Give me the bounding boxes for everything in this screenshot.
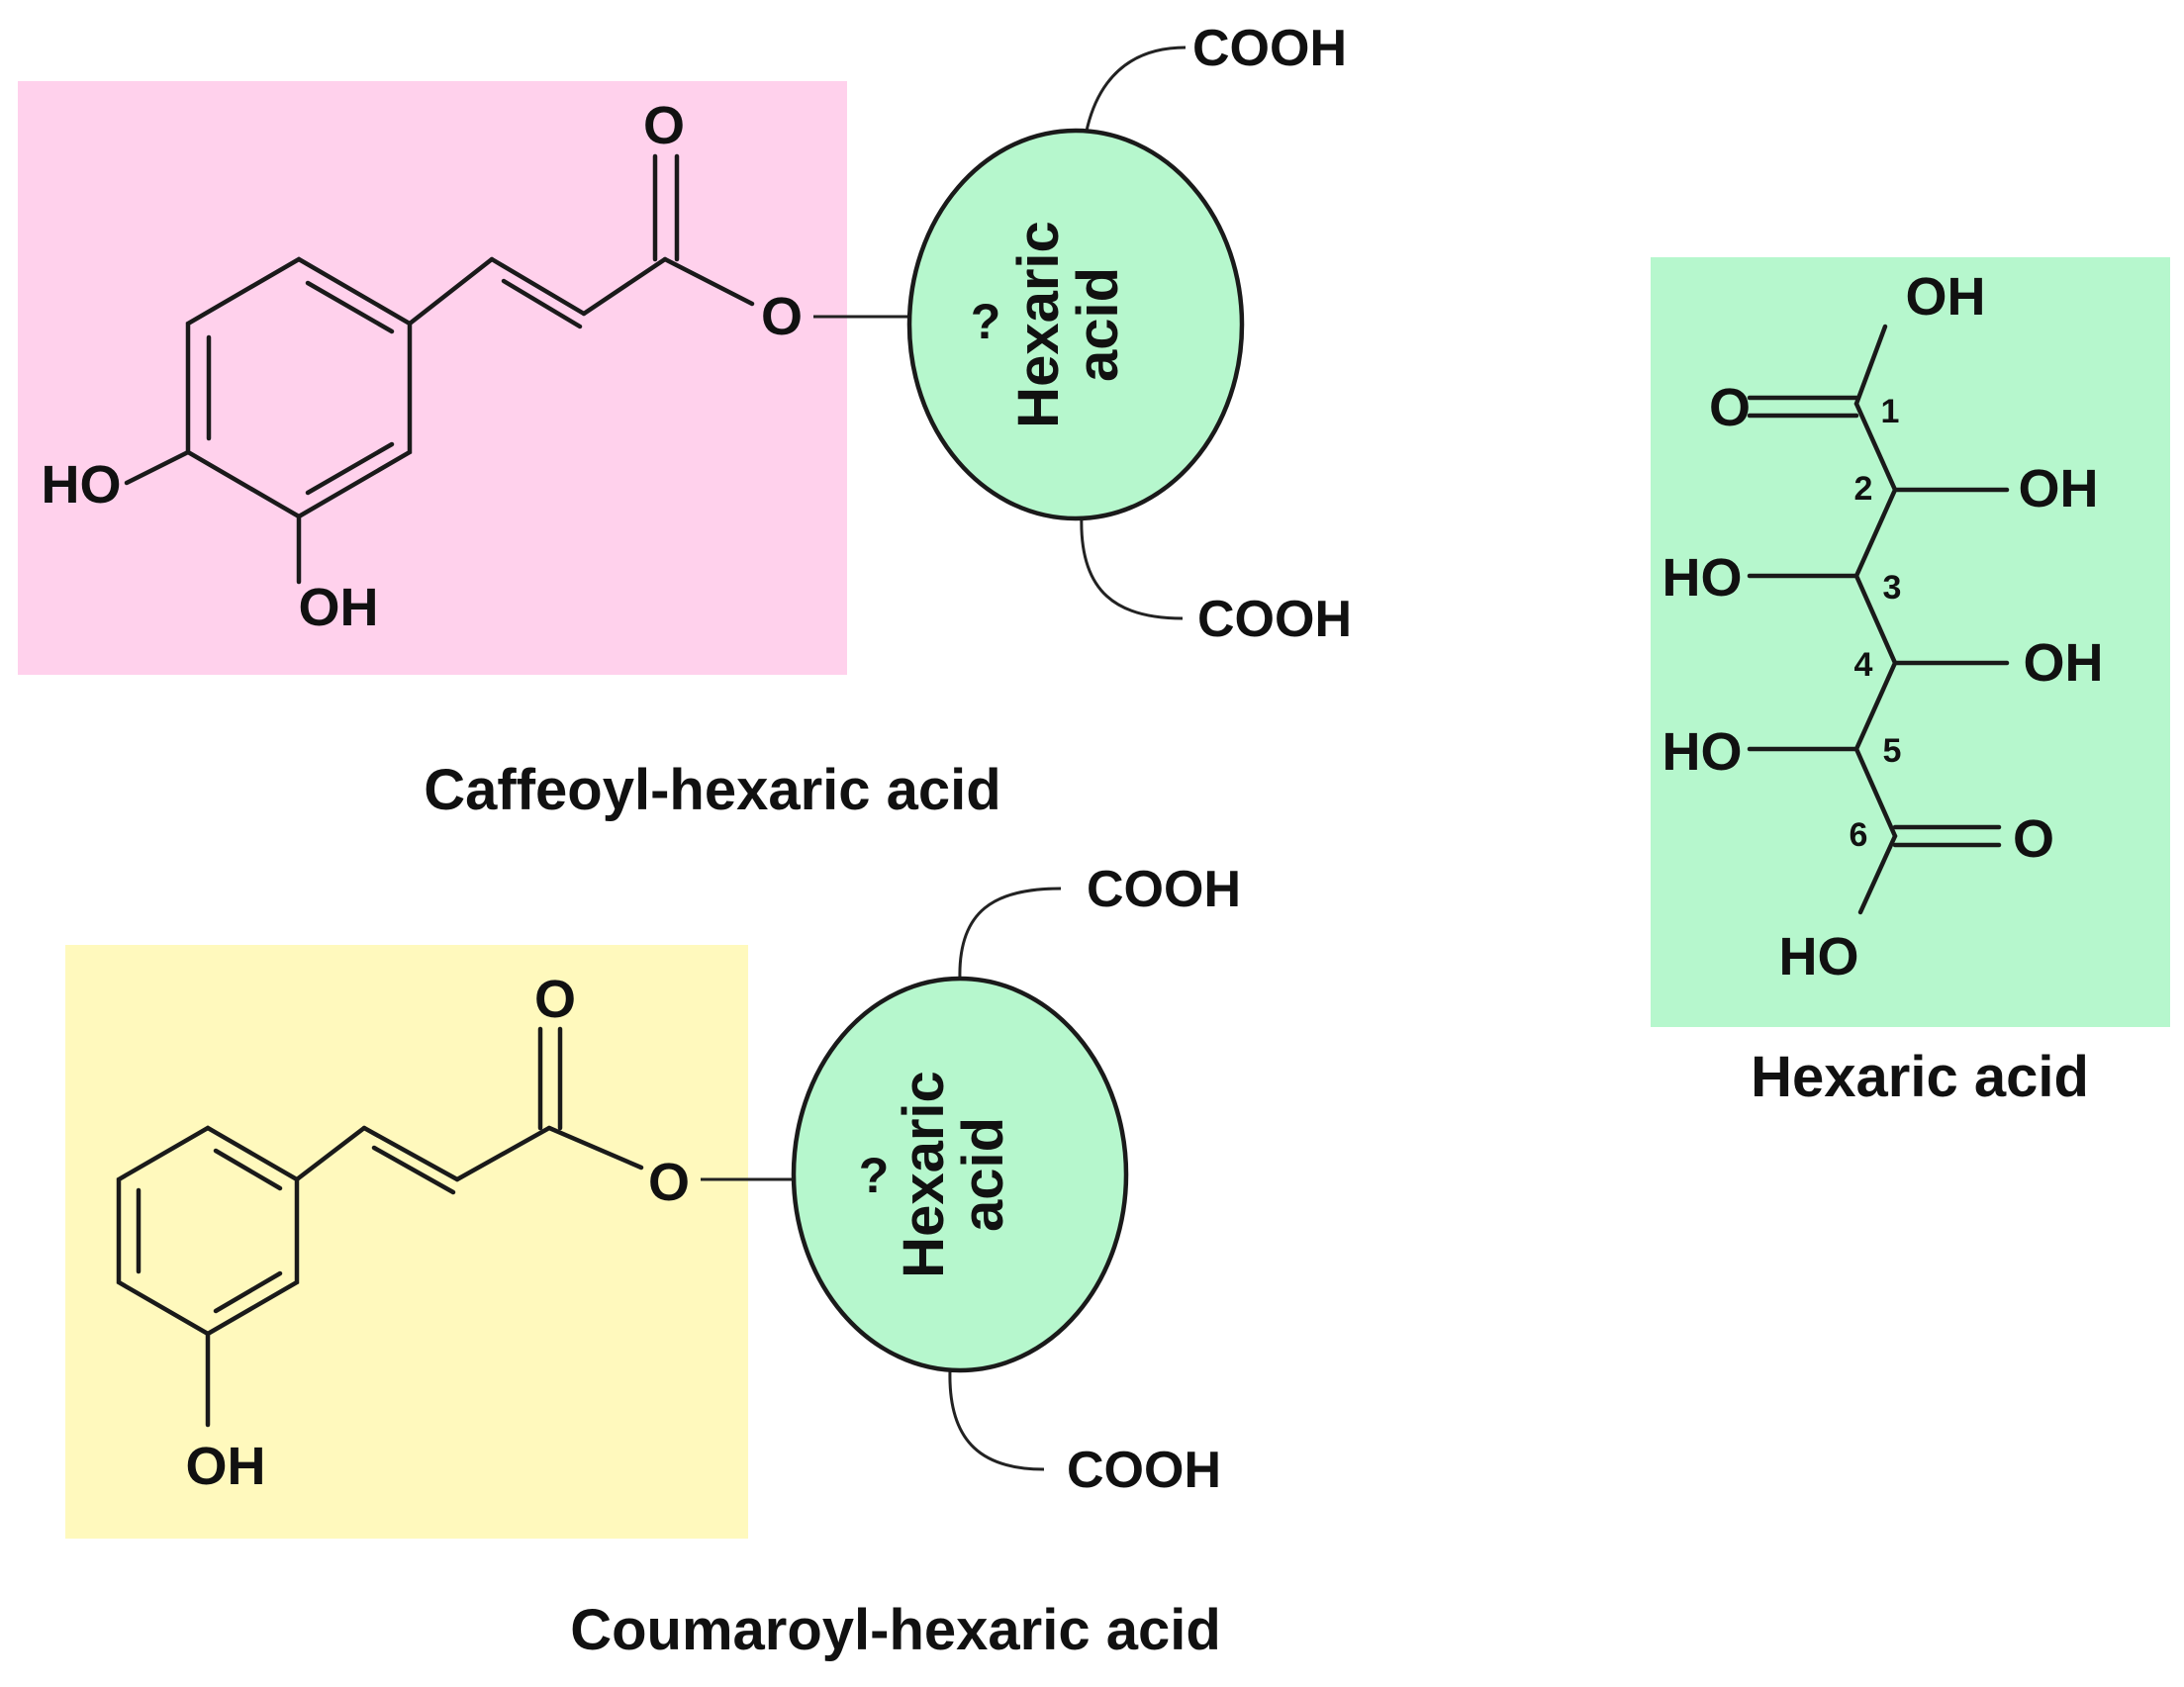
hexaric-caption: Hexaric acid bbox=[1751, 1045, 2089, 1109]
coumaroyl-unknown-position-mark: ? bbox=[859, 1148, 890, 1203]
caffeoyl-alkene-bond bbox=[489, 256, 587, 317]
hexaric-c3-ho-label: HO bbox=[1662, 548, 1743, 608]
caffeoyl-chain-bond bbox=[407, 256, 495, 327]
caffeoyl-caption: Caffeoyl-hexaric acid bbox=[424, 758, 1000, 822]
hexaric-carbon-number-3: 3 bbox=[1883, 569, 1902, 607]
hexaric-acid-structure: OH O OH HO OH HO O HO 1 2 3 4 5 6 Hexari… bbox=[1651, 257, 2170, 1109]
coumaroyl-cooh-bottom-curve bbox=[948, 1369, 1045, 1471]
coumaroyl-cooh-top-curve bbox=[958, 887, 1062, 981]
hexaric-c4-oh-label: OH bbox=[2024, 633, 2104, 693]
caffeoyl-ester-oxygen: O bbox=[761, 287, 803, 346]
caffeoyl-ellipse-label-hexaric: Hexaric bbox=[1006, 221, 1071, 428]
coumaroyl-cooh-bottom: COOH bbox=[1067, 1442, 1221, 1499]
coumaroyl-ester-bond bbox=[546, 1125, 644, 1171]
caffeoyl-chain-bond-2 bbox=[581, 256, 668, 317]
caffeoyl-ester-bond bbox=[662, 256, 755, 307]
caffeoyl-carbonyl-oxygen: O bbox=[643, 96, 685, 155]
hexaric-carbon-number-6: 6 bbox=[1850, 816, 1868, 854]
caffeoyl-oh-label: OH bbox=[299, 578, 379, 637]
hexaric-c6-ho-label: HO bbox=[1779, 927, 1859, 986]
caffeoyl-highlight-box bbox=[18, 81, 847, 675]
hexaric-carbon-number-5: 5 bbox=[1883, 732, 1902, 770]
caffeoyl-ellipse-label-acid: acid bbox=[1066, 267, 1130, 382]
coumaroyl-cooh-top: COOH bbox=[1087, 861, 1241, 918]
hexaric-carbon-number-2: 2 bbox=[1854, 470, 1873, 508]
hexaric-c6-ho-bond bbox=[1857, 833, 1898, 915]
caffeoyl-cooh-bottom-curve bbox=[1080, 514, 1184, 620]
hexaric-c5-ho-label: HO bbox=[1662, 722, 1743, 782]
hexaric-carbon-backbone bbox=[1853, 401, 1898, 839]
coumaroyl-carbonyl-oxygen: O bbox=[534, 970, 576, 1029]
hexaric-c1-oh-bond bbox=[1853, 324, 1888, 407]
caffeoyl-hexaric-ellipse bbox=[906, 128, 1245, 521]
hexaric-c1-oh-label: OH bbox=[1906, 267, 1986, 327]
coumaroyl-hexaric-ellipse bbox=[791, 976, 1129, 1373]
coumaroyl-chain-bond bbox=[294, 1125, 367, 1182]
coumaroyl-oh-label: OH bbox=[186, 1437, 266, 1496]
coumaroyl-highlight-box bbox=[65, 945, 748, 1539]
coumaroyl-ester-oxygen: O bbox=[648, 1153, 690, 1212]
coumaroyl-alkene-bond bbox=[361, 1125, 460, 1182]
hexaric-highlight-box bbox=[1651, 257, 2170, 1027]
coumaroyl-chain-bond-2 bbox=[454, 1125, 552, 1182]
coumaroyl-caption: Coumaroyl-hexaric acid bbox=[570, 1598, 1221, 1662]
coumaroyl-ellipse-label-acid: acid bbox=[951, 1117, 1015, 1232]
hexaric-carbon-number-4: 4 bbox=[1854, 646, 1873, 684]
hexaric-carbon-number-1: 1 bbox=[1881, 393, 1900, 430]
hexaric-c6-o-label: O bbox=[2013, 809, 2054, 869]
hexaric-c2-oh-label: OH bbox=[2019, 459, 2099, 518]
coumaroyl-ellipse-label-hexaric: Hexaric bbox=[892, 1071, 956, 1278]
caffeoyl-ho-label: HO bbox=[42, 455, 122, 515]
coumaroyl-hexaric-acid-structure: O O OH Hexaric acid ? COOH COOH Coumaroy… bbox=[65, 861, 1241, 1662]
caffeoyl-unknown-position-mark: ? bbox=[971, 294, 1001, 349]
hexaric-c1-o-label: O bbox=[1709, 378, 1751, 437]
caffeoyl-ho-bond bbox=[124, 449, 191, 486]
caffeoyl-cooh-top: COOH bbox=[1192, 20, 1347, 77]
caffeoyl-cooh-bottom: COOH bbox=[1197, 591, 1352, 648]
caffeoyl-hexaric-acid-structure: O O HO OH Hexaric acid ? COOH COOH Caffe… bbox=[18, 20, 1352, 822]
